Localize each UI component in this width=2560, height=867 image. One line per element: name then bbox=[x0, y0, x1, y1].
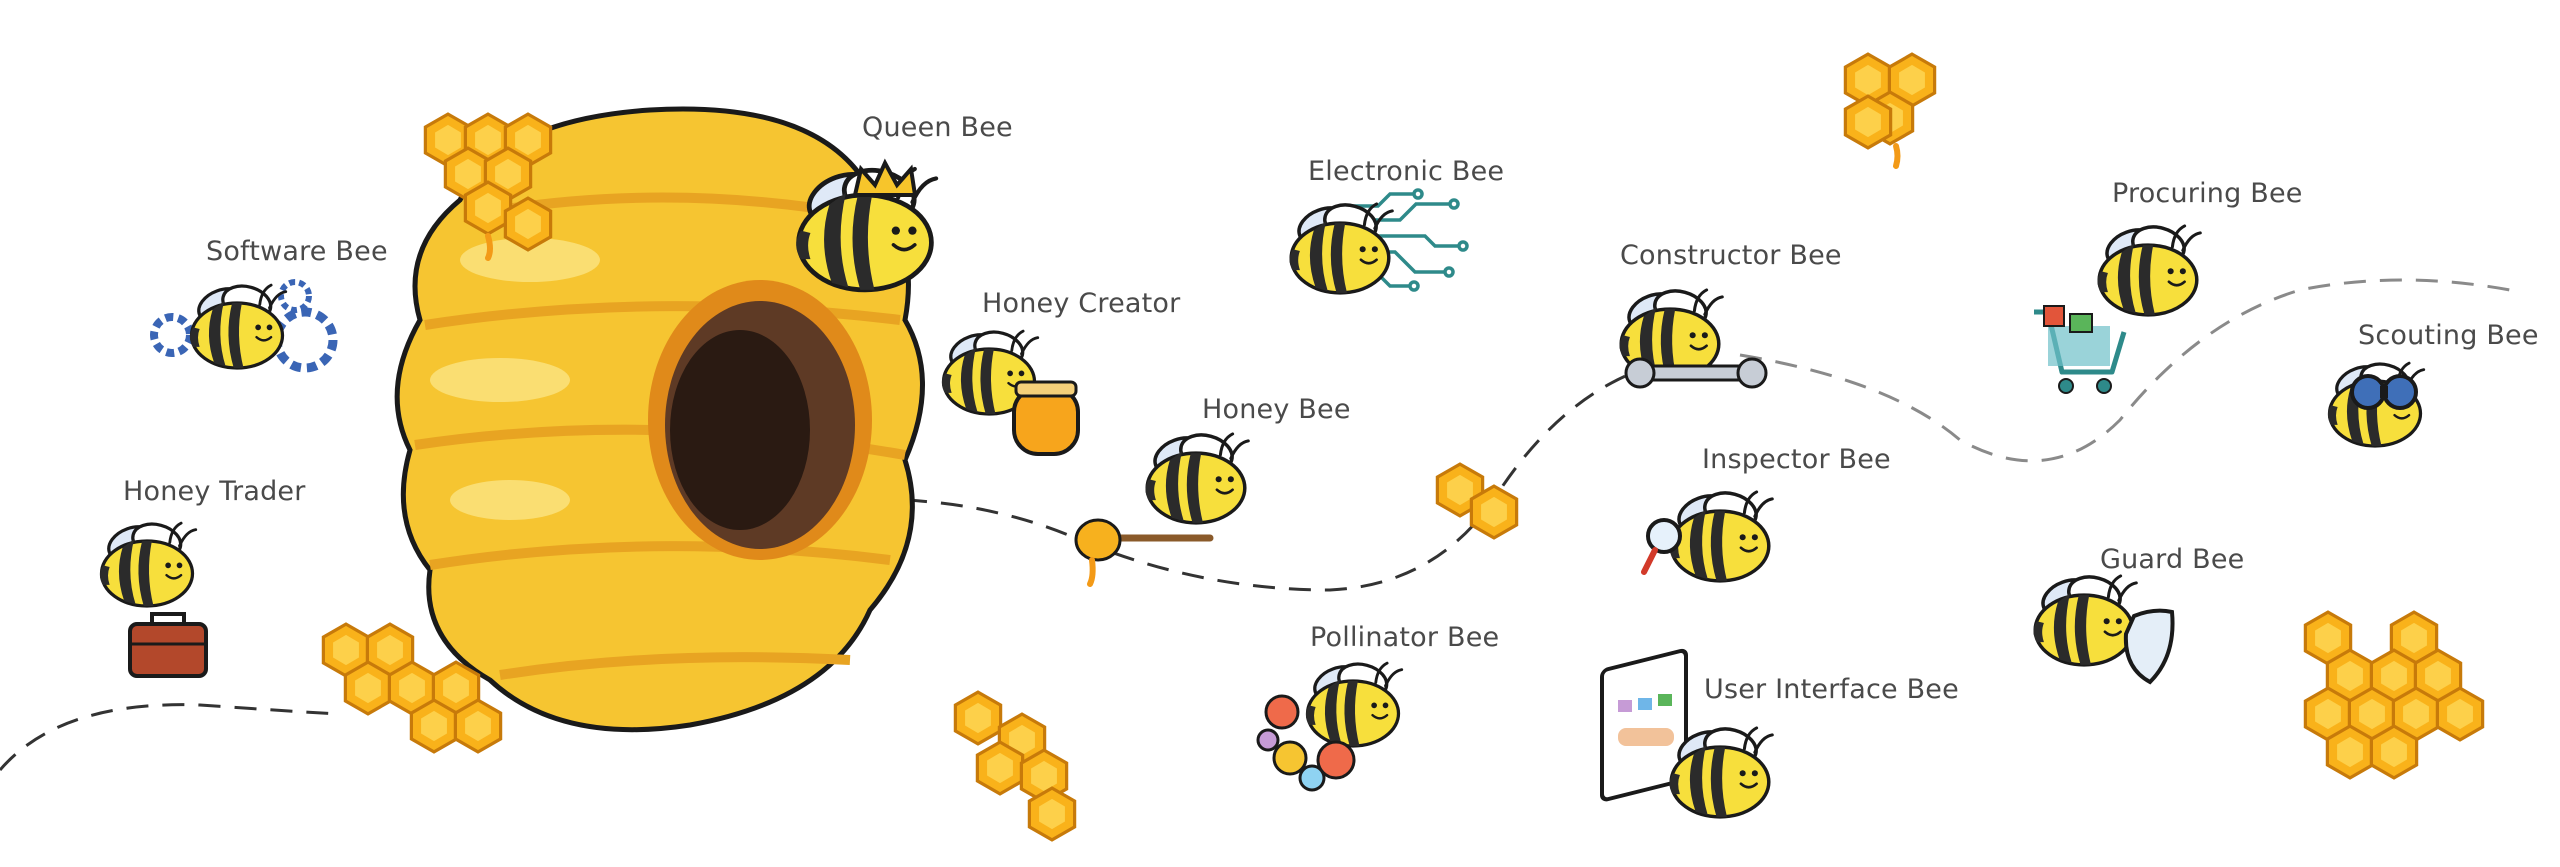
magnifier-icon bbox=[1641, 518, 1682, 575]
ui-panel-icon bbox=[1600, 648, 1688, 802]
briefcase-icon bbox=[128, 612, 208, 678]
guard-bee bbox=[2031, 569, 2175, 685]
shopping-cart-icon bbox=[2034, 305, 2127, 394]
honey-jar-icon bbox=[1012, 380, 1080, 456]
honey-trader bbox=[98, 517, 208, 678]
procuring-bee bbox=[2034, 219, 2203, 394]
label-guard-bee: Guard Bee bbox=[2100, 544, 2245, 575]
wrench-icon bbox=[1624, 357, 1768, 389]
crown-icon bbox=[852, 158, 918, 197]
label-scouting-bee: Scouting Bee bbox=[2358, 320, 2539, 351]
honeycomb-bottom-right bbox=[2303, 610, 2485, 780]
label-constructor-bee: Constructor Bee bbox=[1620, 240, 1842, 271]
software-bee bbox=[150, 279, 338, 373]
honeycomb-top-left bbox=[423, 112, 553, 261]
constructor-bee bbox=[1617, 283, 1768, 389]
honeycomb-bottom-center bbox=[953, 690, 1077, 842]
gear-icon bbox=[150, 279, 338, 373]
user-interface-bee bbox=[1600, 648, 1775, 819]
flowers-icon bbox=[1256, 694, 1356, 792]
honey-bee bbox=[1074, 427, 1251, 587]
flight-path-left bbox=[0, 703, 341, 771]
label-software-bee: Software Bee bbox=[206, 236, 388, 267]
electronic-bee bbox=[1287, 188, 1469, 295]
scouting-bee bbox=[2326, 357, 2426, 448]
label-honey-creator: Honey Creator bbox=[982, 288, 1181, 319]
honeycomb-small-center bbox=[1435, 462, 1519, 540]
label-honey-trader: Honey Trader bbox=[123, 476, 306, 507]
label-queen-bee: Queen Bee bbox=[862, 112, 1013, 143]
flight-path-right bbox=[1739, 278, 2511, 463]
label-electronic-bee: Electronic Bee bbox=[1308, 156, 1505, 187]
shield-icon bbox=[2123, 608, 2175, 685]
beehive bbox=[394, 106, 925, 733]
label-pollinator-bee: Pollinator Bee bbox=[1310, 622, 1500, 653]
honeycomb-top-right bbox=[1843, 52, 1937, 169]
pollinator-bee bbox=[1256, 657, 1404, 792]
label-user-interface-bee: User Interface Bee bbox=[1704, 674, 1959, 705]
honey-dipper-icon bbox=[1074, 518, 1214, 587]
label-procuring-bee: Procuring Bee bbox=[2112, 178, 2303, 209]
binoculars-icon bbox=[2350, 374, 2418, 410]
inspector-bee bbox=[1641, 485, 1775, 583]
honey-creator bbox=[940, 325, 1080, 456]
queen-bee bbox=[796, 158, 936, 290]
label-honey-bee: Honey Bee bbox=[1202, 394, 1351, 425]
label-inspector-bee: Inspector Bee bbox=[1702, 444, 1891, 475]
